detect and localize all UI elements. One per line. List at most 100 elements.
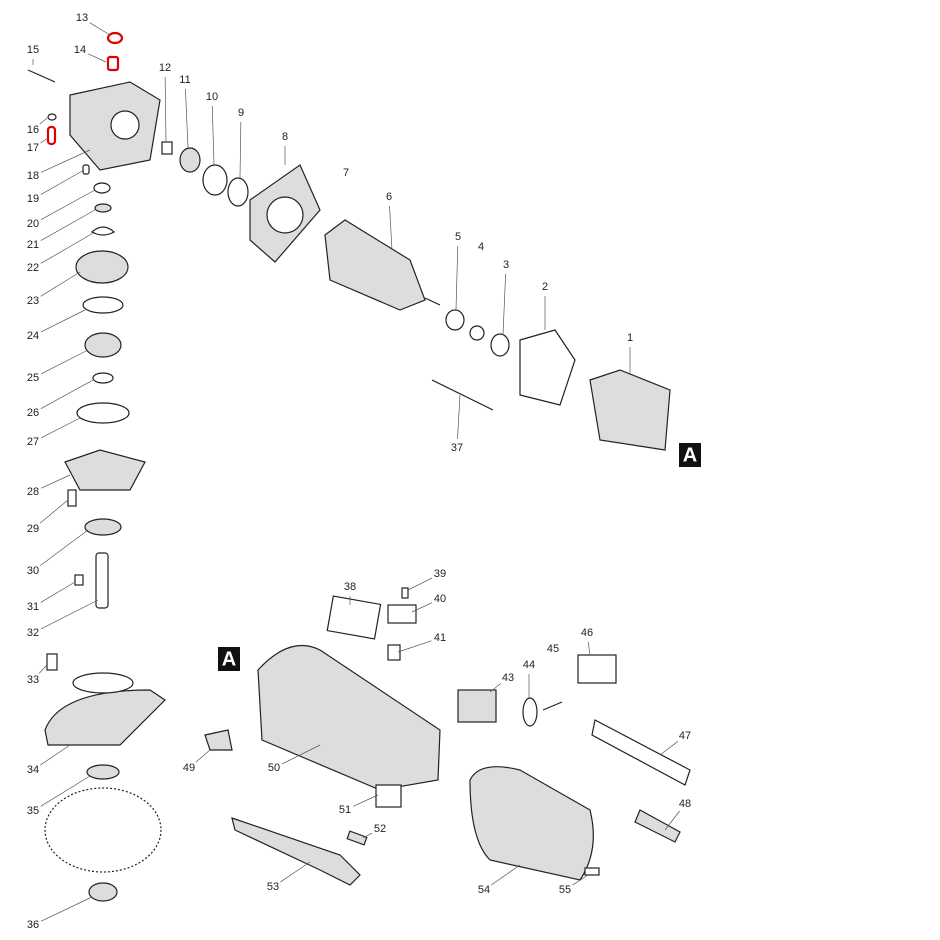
leader-line-3: [502, 273, 506, 336]
callout-7: 7: [343, 167, 349, 179]
callout-18: 18: [27, 170, 39, 182]
callout-12: 12: [159, 62, 171, 74]
part-20: [93, 182, 111, 194]
callout-34: 34: [27, 764, 39, 776]
leader-line-30: [40, 529, 89, 566]
part-6-shaft: [424, 297, 441, 306]
leader-line-31: [40, 581, 76, 603]
callout-28: 28: [27, 486, 39, 498]
callout-17: 17: [27, 142, 39, 154]
part-41-carbon-brush: [387, 644, 401, 661]
callout-47: 47: [679, 730, 691, 742]
callout-46: 46: [581, 627, 593, 639]
part-1-field: [589, 369, 671, 451]
leader-line-46: [587, 641, 591, 656]
leader-line-10: [211, 105, 215, 166]
part-21: [94, 203, 112, 213]
part-9-ring: [227, 177, 249, 207]
part-33-screw: [46, 653, 58, 671]
part-47-strain-relief: [591, 719, 691, 786]
leader-line-36: [40, 896, 93, 922]
leader-line-13: [89, 22, 111, 36]
callout-8: 8: [282, 131, 288, 143]
callout-19: 19: [27, 193, 39, 205]
callout-51: 51: [339, 804, 351, 816]
part-35-inner-flange: [86, 764, 120, 780]
callout-31: 31: [27, 601, 39, 613]
leader-line-11: [185, 88, 189, 149]
callout-2: 2: [542, 281, 548, 293]
leader-line-12: [164, 76, 167, 143]
part-11-pinion: [179, 147, 201, 173]
leader-line-35: [40, 775, 91, 807]
part-16-oring: [47, 113, 57, 121]
callout-55: 55: [559, 884, 571, 896]
marker-a-text: A: [683, 444, 697, 466]
callout-32: 32: [27, 627, 39, 639]
callout-11: 11: [179, 74, 190, 86]
leader-line-51: [353, 794, 379, 807]
leader-line-41: [397, 640, 432, 653]
part-wheel-dashed: [44, 787, 162, 873]
part-23-spiral-gear: [75, 250, 129, 284]
leader-line-37: [457, 394, 461, 440]
connector-marker-a-left: A: [218, 647, 240, 671]
part-34-collar: [72, 672, 134, 694]
part-14-highlighted: [106, 55, 120, 72]
callout-43: 43: [502, 672, 514, 684]
callout-52: 52: [374, 823, 386, 835]
part-53-lever: [231, 817, 361, 886]
part-26: [92, 372, 114, 384]
part-43-switch: [457, 689, 497, 723]
callout-53: 53: [267, 881, 279, 893]
callout-23: 23: [27, 295, 39, 307]
part-24-ring: [82, 296, 124, 314]
leader-line-39: [407, 577, 433, 591]
callout-labels: 1234567891011121314151617181920212223242…: [27, 12, 691, 931]
callout-10: 10: [206, 91, 218, 103]
leader-line-24: [40, 309, 86, 333]
leader-line-26: [40, 379, 94, 409]
part-29-screw: [67, 489, 77, 507]
callout-33: 33: [27, 674, 39, 686]
part-39-screw: [401, 587, 409, 599]
part-10-bearing: [202, 164, 228, 196]
callout-14: 14: [74, 44, 86, 56]
leader-line-40: [411, 602, 432, 613]
part-28-bearing-box: [64, 449, 146, 491]
callout-26: 26: [27, 407, 39, 419]
part-5-bearing: [445, 309, 465, 331]
callout-48: 48: [679, 798, 691, 810]
leader-line-17: [40, 137, 49, 144]
callout-21: 21: [27, 239, 39, 251]
callout-6: 6: [386, 191, 392, 203]
leader-line-29: [39, 499, 69, 524]
part-46-capacitor: [577, 654, 617, 684]
part-19: [82, 164, 90, 175]
part-27-oring: [76, 402, 130, 424]
part-4: [469, 325, 485, 341]
leader-line-47: [659, 741, 679, 756]
callout-1: 1: [627, 332, 633, 344]
part-38-label: [326, 595, 382, 640]
callout-20: 20: [27, 218, 39, 230]
leader-line-22: [40, 231, 96, 264]
callout-29: 29: [27, 523, 39, 535]
callout-44: 44: [523, 659, 535, 671]
parts-layer: [27, 31, 691, 902]
callout-9: 9: [238, 107, 244, 119]
part-17-highlighted: [46, 125, 57, 146]
callout-16: 16: [27, 124, 39, 136]
connector-marker-a-right: A: [679, 443, 701, 467]
part-34-wheel-guard: [44, 689, 166, 746]
leader-line-50: [281, 744, 321, 765]
part-48: [634, 809, 681, 843]
part-40-brush-holder: [387, 604, 417, 624]
callout-39: 39: [434, 568, 446, 580]
part-25-bearing: [84, 332, 122, 358]
part-52-spring: [346, 830, 368, 846]
callout-40: 40: [434, 593, 446, 605]
part-44: [522, 697, 538, 727]
